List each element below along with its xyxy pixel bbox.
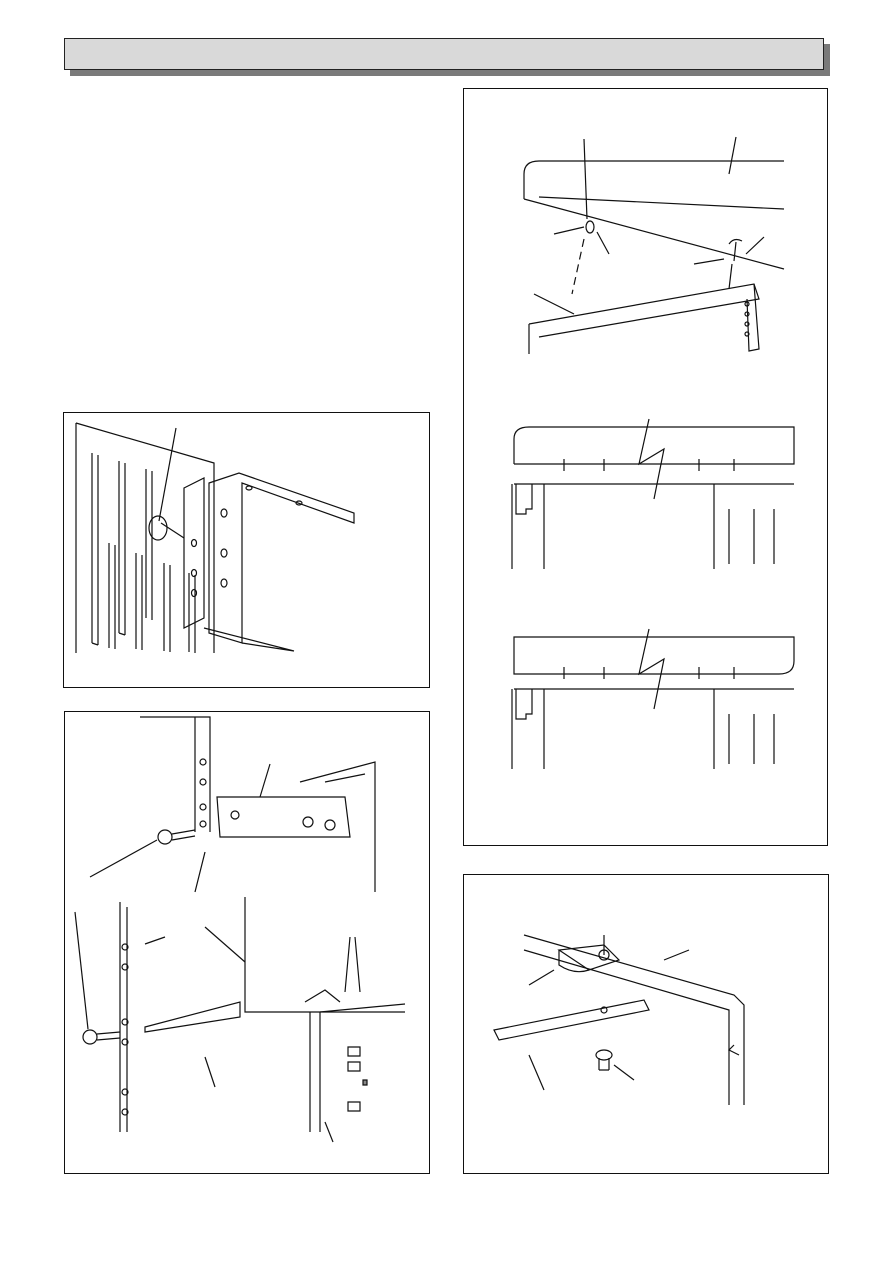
bracket-screw-drawing-icon — [65, 712, 431, 1175]
title-bar — [64, 38, 824, 70]
figure-hinge-pin — [63, 412, 430, 688]
title-bar-shadow-right — [824, 44, 830, 76]
hinge-pin-drawing-icon — [64, 413, 431, 689]
figure-top-cover-mount — [463, 88, 828, 846]
clip-screw-drawing-icon — [464, 875, 830, 1175]
figure-bracket-screws — [64, 711, 430, 1174]
figure-clip-screw — [463, 874, 829, 1174]
top-cover-drawing-icon — [464, 89, 829, 847]
title-bar-shadow-bottom — [70, 70, 830, 76]
